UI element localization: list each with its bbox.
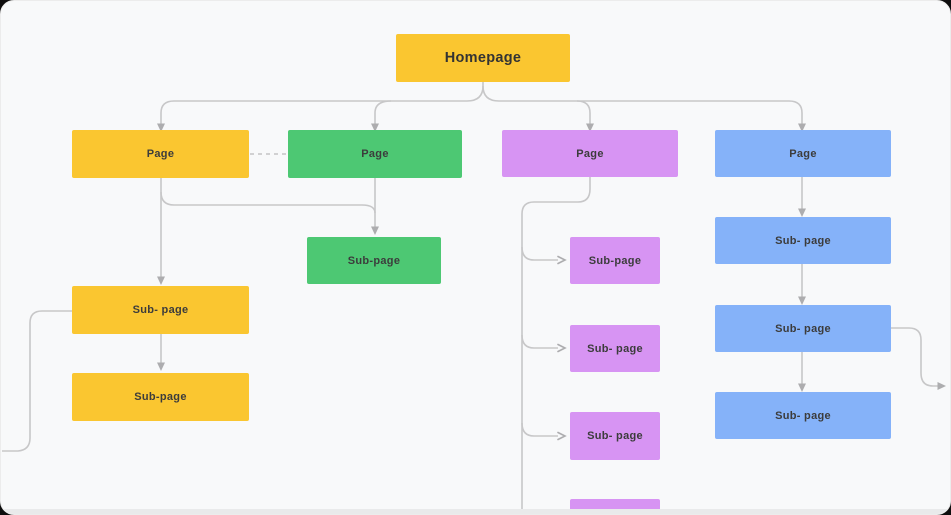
flow-node-sub-blue-2[interactable]: Sub- page <box>715 305 891 352</box>
flow-node-label: Sub- page <box>587 430 643 442</box>
flow-node-sub-purple-3[interactable]: Sub- page <box>570 412 660 460</box>
connector-page-purple-to-sub-purple-2 <box>521 334 567 353</box>
flow-node-page-green[interactable]: Page <box>288 130 462 178</box>
flow-node-sub-yellow-1[interactable]: Sub- page <box>72 286 249 334</box>
connector-page-purple-to-sub-purple-3 <box>521 422 567 441</box>
flow-node-label: Sub- page <box>132 304 189 316</box>
flow-node-label: Sub-page <box>347 254 401 267</box>
flow-node-label: Page <box>146 148 175 160</box>
connector-page-purple-to-sub-purple-1 <box>521 246 567 265</box>
flow-node-sub-blue-1[interactable]: Sub- page <box>715 217 891 264</box>
connector-homepage-to-page-purple <box>576 100 594 132</box>
flow-node-label: Page <box>576 147 604 160</box>
canvas-bottom-edge <box>1 509 950 514</box>
flow-node-label: Homepage <box>444 50 522 66</box>
flow-node-sub-blue-3[interactable]: Sub- page <box>715 392 891 439</box>
flow-node-label: Page <box>361 148 389 160</box>
connector-homepage-to-page-yellow <box>157 82 484 132</box>
connector-sub-blue-2-to-offcanvas-right <box>891 327 946 390</box>
flow-node-sub-yellow-2[interactable]: Sub-page <box>72 373 249 421</box>
connector-homepage-to-page-blue <box>482 85 806 132</box>
connector-page-yellow-to-sub-green-1 <box>160 191 376 214</box>
flow-node-label: Sub-page <box>134 391 187 403</box>
flow-node-label: Sub-page <box>588 254 642 267</box>
flow-node-sub-green-1[interactable]: Sub-page <box>307 237 441 284</box>
flow-node-label: Sub- page <box>775 322 831 335</box>
flow-node-page-blue[interactable]: Page <box>715 130 891 177</box>
flow-node-label: Sub- page <box>775 409 831 422</box>
flow-node-homepage[interactable]: Homepage <box>396 34 570 82</box>
connector-homepage-to-page-green <box>371 100 392 132</box>
flow-node-sub-purple-2[interactable]: Sub- page <box>570 325 660 372</box>
flow-node-label: Sub- page <box>775 234 831 247</box>
connector-sub-yellow-1-to-offcanvas-left <box>2 310 72 452</box>
flow-node-label: Sub- page <box>587 342 643 355</box>
flow-node-sub-purple-1[interactable]: Sub-page <box>570 237 660 284</box>
flow-node-label: Page <box>789 147 817 160</box>
flow-node-page-purple[interactable]: Page <box>502 130 678 177</box>
flow-node-page-yellow[interactable]: Page <box>72 130 249 178</box>
